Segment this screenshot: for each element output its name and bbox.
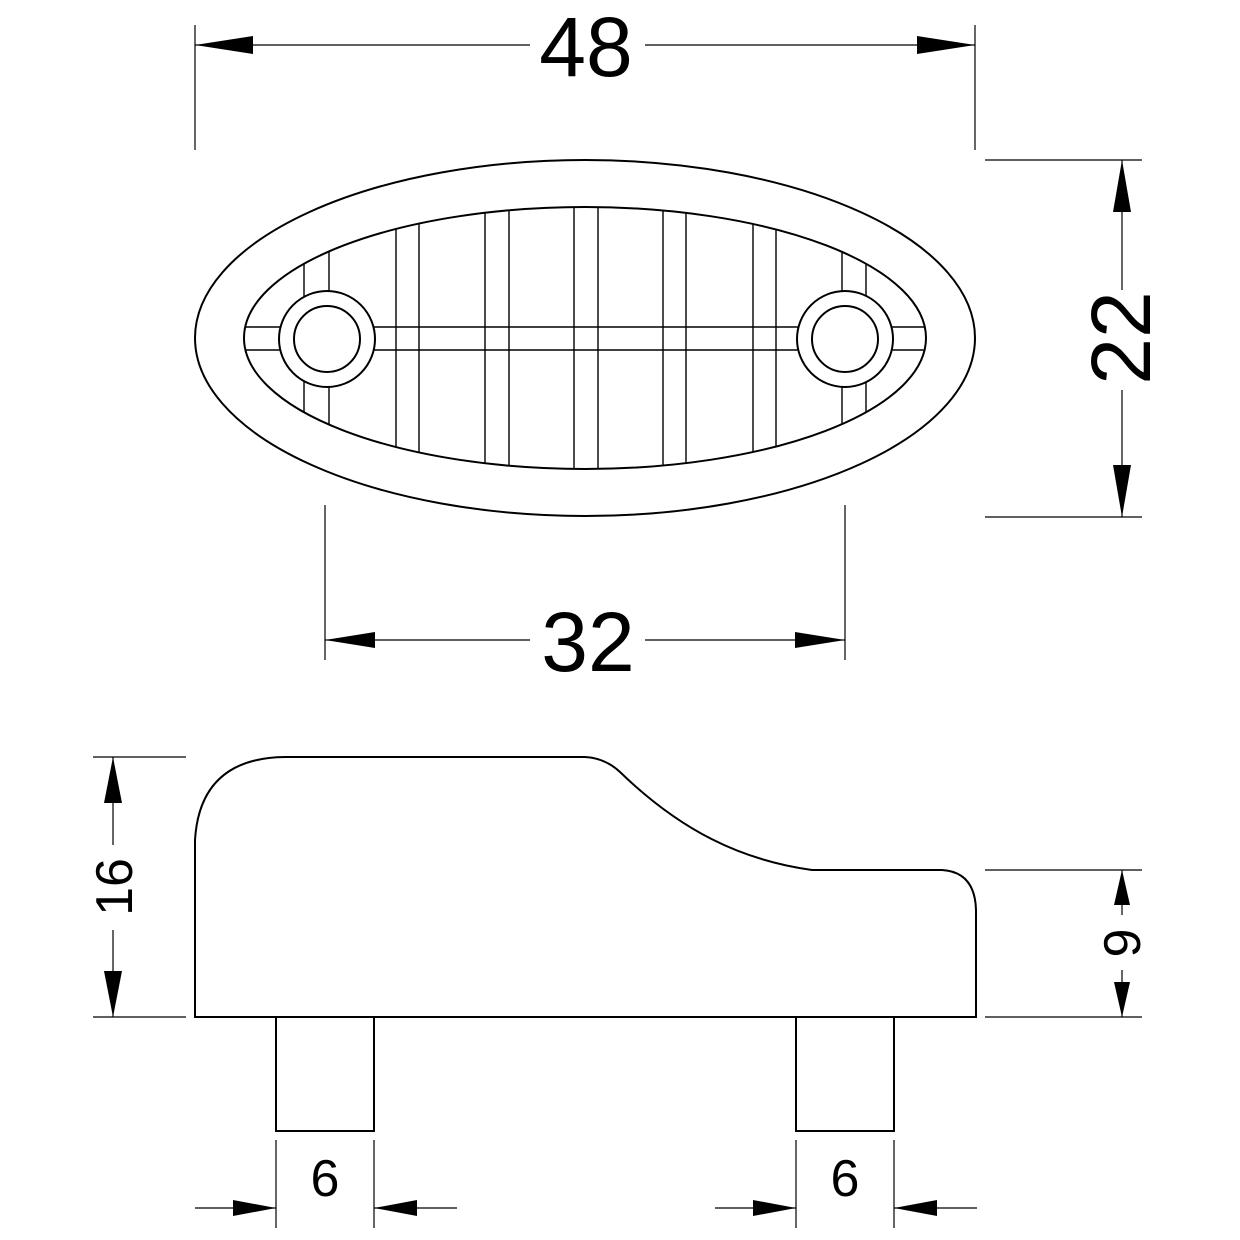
- left-hole: [293, 305, 361, 373]
- left-pin: [275, 1016, 375, 1132]
- outer-outline: [194, 159, 976, 517]
- dim-label-6-right: 6: [831, 1150, 860, 1208]
- right-pin: [795, 1016, 895, 1132]
- left-boss: [278, 290, 376, 388]
- dim-label-32: 32: [541, 595, 634, 689]
- rib-pattern: [244, 207, 926, 469]
- dimension-left-pin: 6: [195, 1140, 457, 1228]
- top-view: [194, 159, 976, 517]
- right-hole: [811, 305, 879, 373]
- side-profile: [194, 756, 977, 1018]
- dim-label-22: 22: [1074, 291, 1168, 384]
- side-view: [194, 756, 977, 1132]
- right-boss: [796, 290, 894, 388]
- dimension-total-height: 16: [86, 756, 186, 1018]
- dim-label-9: 9: [1094, 929, 1152, 958]
- dim-label-6-left: 6: [311, 1150, 340, 1208]
- dimension-right-pin: 6: [715, 1140, 977, 1228]
- dimension-overall-length: 48: [194, 0, 976, 150]
- dim-label-16: 16: [86, 858, 144, 916]
- dimension-hole-spacing: 32: [324, 505, 846, 689]
- inner-outline: [243, 206, 927, 470]
- dim-label-48: 48: [539, 0, 632, 94]
- dimension-overall-width: 22: [985, 159, 1168, 518]
- dimension-tail-height: 9: [985, 869, 1152, 1018]
